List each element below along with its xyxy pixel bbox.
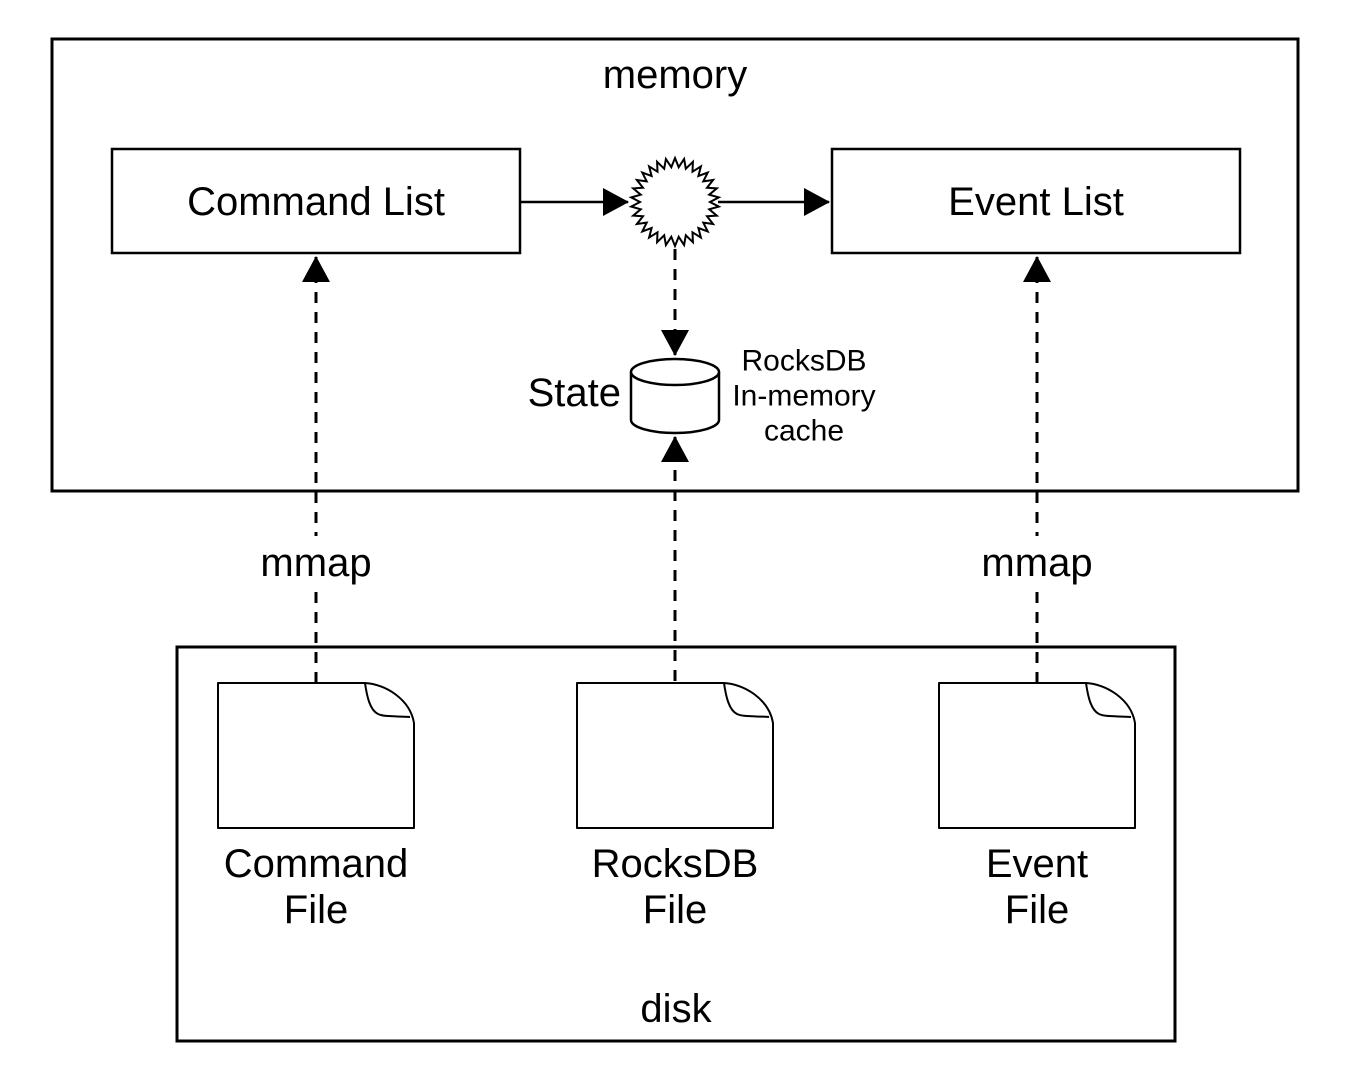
disk-region-box: [175, 645, 1177, 1043]
command-file-icon: [217, 682, 415, 829]
event-file-label-line-2: File: [1004, 888, 1070, 932]
event-file-label-line-1: Event: [985, 842, 1089, 886]
memory-region-label: memory: [602, 53, 748, 97]
rocksdb-file-label-line-1: RocksDB: [591, 842, 759, 886]
event-file-icon: [938, 682, 1136, 829]
process-starburst-icon: [628, 155, 722, 249]
command-list-label: Command List: [187, 180, 445, 224]
command-file-label-line-1: Command: [223, 842, 409, 886]
mmap-label-right: mmap: [969, 536, 1105, 590]
cache-annotation-line-1: RocksDB: [741, 344, 867, 378]
state-label: State: [527, 371, 621, 415]
command-list-box: [110, 147, 522, 255]
event-list-box: [830, 147, 1242, 255]
cache-annotation-line-3: cache: [763, 414, 845, 448]
event-list-label: Event List: [948, 180, 1124, 224]
rocksdb-file-label-line-2: File: [642, 888, 708, 932]
rocksdb-file-label: RocksDB File: [592, 841, 759, 933]
command-file-label: Command File: [224, 841, 409, 933]
event-file-label: Event File: [986, 841, 1088, 933]
mmap-label-left: mmap: [248, 536, 384, 590]
rocksdb-file-icon: [576, 682, 774, 829]
disk-region-label: disk: [640, 987, 712, 1031]
cache-annotation-line-2: In-memory: [732, 379, 876, 413]
command-file-label-line-2: File: [283, 888, 349, 932]
rocksdb-cache-annotation: RocksDB In-memory cache: [732, 344, 875, 449]
state-cylinder-icon: [629, 357, 721, 435]
